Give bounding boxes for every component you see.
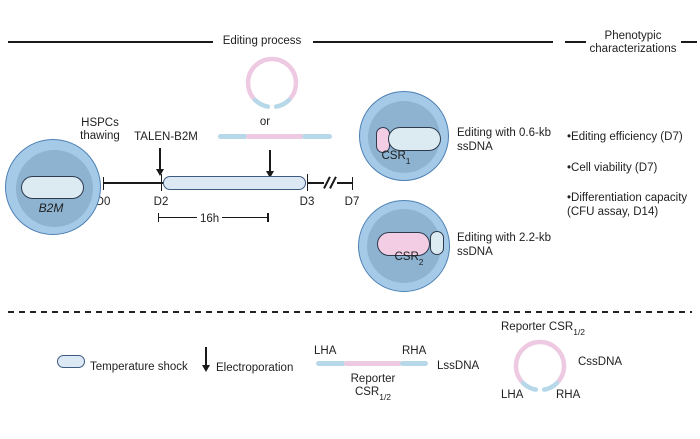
csr1-caption: Editing with 0.6-kb ssDNA [457, 127, 551, 154]
phenotypic-line2: characterizations [589, 42, 677, 55]
legend-lssdna-label: LssDNA [437, 360, 480, 372]
duration-bracket-tick-left [157, 212, 160, 222]
phenotypic-item-editing-efficiency: •Editing efficiency (D7) [567, 131, 683, 143]
timeline-segment-d3-break [308, 182, 324, 184]
timeline-break-slash-2 [329, 176, 337, 189]
timeline-label-d3: D3 [299, 196, 315, 208]
csr1-label: CSR1 [377, 150, 415, 167]
css-reporter-sub: 1/2 [573, 327, 586, 338]
csr2-caption-line1: Editing with 2.2-kb [457, 232, 551, 244]
header-rule-middle [313, 41, 553, 43]
legend-lssdna-rha-segment [400, 361, 428, 366]
phenotypic-item-differentiation: •Differentiation capacity (CFU assay, D1… [567, 192, 687, 219]
csr2-caption-line2: ssDNA [457, 245, 493, 258]
legend-temperature-shock-label: Temperature shock [90, 361, 188, 373]
reporter-line2: CSR1/2 [340, 385, 406, 402]
b2m-gene-label: B2M [38, 201, 64, 215]
legend-reporter-label: Reporter CSR1/2 [340, 373, 406, 402]
csr2-locus-pill [430, 231, 444, 255]
talen-b2m-label: TALEN-B2M [134, 131, 198, 143]
timeline-segment-d0-d2 [103, 182, 163, 184]
hspcs-line2: thawing [80, 130, 120, 142]
timeline-segment-break-d7 [337, 182, 352, 184]
csr2-insert-pill [377, 232, 430, 256]
or-label: or [259, 116, 271, 128]
linear-ssdna-reporter-segment [246, 134, 304, 139]
legend-electroporation-arrow-shaft [205, 347, 207, 366]
legend-electroporation-arrow-icon [201, 365, 210, 372]
hspcs-line1: HSPCs [81, 117, 119, 129]
csr2-caption: Editing with 2.2-kb ssDNA [457, 232, 551, 259]
duration-label: 16h [197, 213, 223, 227]
timeline-label-d2: D2 [153, 196, 169, 208]
legend-css-lha-label: LHA [501, 389, 524, 401]
b2m-locus-pill [21, 176, 84, 199]
differentiation-line2: (CFU assay, D14) [567, 205, 659, 218]
legend-css-rha-label: RHA [556, 389, 581, 401]
phenotypic-line1: Phenotypic [604, 30, 662, 42]
csr1-caption-line1: Editing with 0.6-kb [457, 127, 551, 139]
csr1-locus-pill [388, 127, 441, 151]
section-title-editing-process: Editing process [222, 35, 302, 47]
csr1-caption-line2: ssDNA [457, 140, 493, 153]
header-rule-short-right [681, 41, 697, 43]
legend-circular-ssdna-icon [513, 339, 567, 392]
legend-lssdna-reporter-segment [344, 361, 402, 366]
phenotypic-item-cell-viability: •Cell viability (D7) [567, 162, 658, 174]
csr2-label: CSR2 [390, 251, 428, 268]
header-rule-left [8, 41, 213, 43]
timeline-tick-d3 [306, 174, 309, 191]
legend-cssdna-label: CssDNA [578, 356, 623, 368]
reporter-csr-sub: 1/2 [379, 391, 392, 402]
timeline-tick-d7 [351, 176, 354, 190]
legend-css-reporter-label: Reporter CSR1/2 [501, 321, 586, 338]
csr1-label-text: CSR [381, 150, 406, 162]
timeline-tick-d2 [160, 174, 163, 191]
header-rule-short-left [565, 41, 586, 43]
legend-divider [8, 311, 692, 313]
legend-temperature-shock-pill [57, 355, 85, 368]
dna-delivery-arrow-icon [265, 171, 274, 178]
csr2-label-sub: 2 [418, 257, 424, 268]
css-reporter-text: Reporter CSR [501, 321, 574, 333]
legend-lha-label: LHA [314, 345, 337, 357]
reporter-line1: Reporter [350, 373, 396, 385]
section-title-phenotypic: Phenotypic characterizations [586, 30, 680, 55]
circular-ssdna-icon [245, 56, 299, 109]
linear-ssdna-lha-segment [218, 134, 248, 139]
timeline-tick-d0 [102, 176, 105, 190]
dna-delivery-arrow-shaft [269, 150, 271, 171]
differentiation-line1: •Differentiation capacity [567, 192, 688, 204]
reporter-csr-text: CSR [354, 385, 380, 398]
linear-ssdna-rha-segment [302, 134, 332, 139]
csr2-label-text: CSR [394, 251, 419, 263]
talen-arrow-shaft [159, 148, 161, 169]
legend-rha-label: RHA [402, 345, 427, 357]
legend-electroporation-label: Electroporation [216, 362, 294, 374]
timeline-label-d7: D7 [344, 196, 360, 208]
csr1-label-sub: 1 [405, 156, 411, 167]
legend-lssdna-lha-segment [316, 361, 346, 366]
hspcs-thawing-label: HSPCs thawing [69, 117, 131, 143]
talen-arrow-icon [155, 169, 164, 176]
duration-bracket-tick-right [267, 212, 269, 222]
temperature-shock-bar [163, 176, 306, 190]
